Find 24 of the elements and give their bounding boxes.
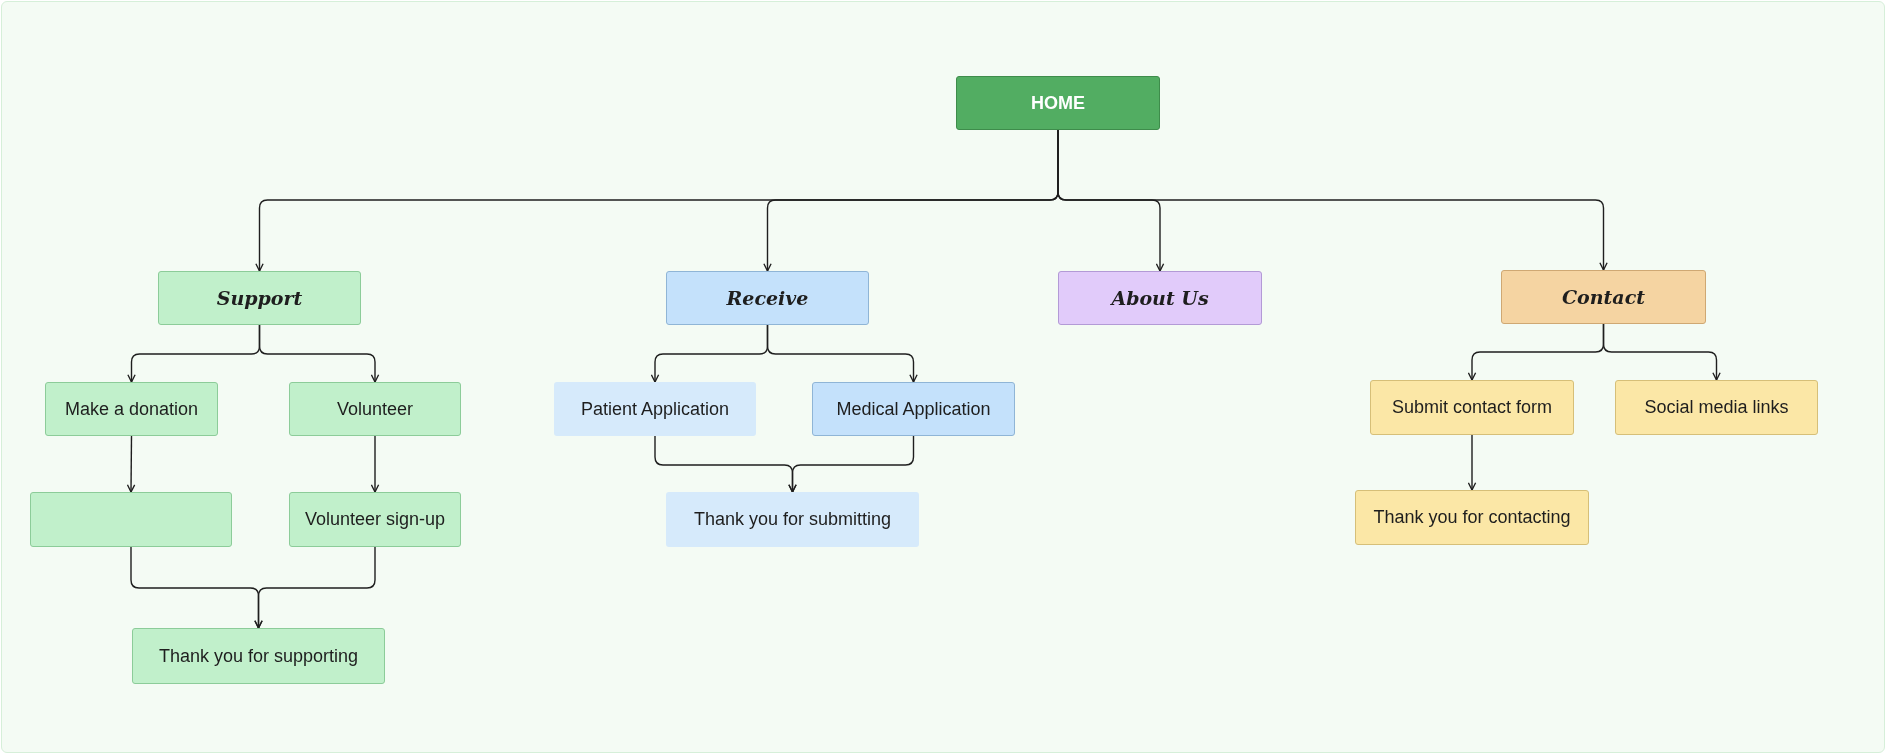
connector-arrow xyxy=(1467,434,1477,491)
page-box xyxy=(30,492,232,547)
page-box: Medical Application xyxy=(812,382,1015,436)
page-box: Thank you for submitting xyxy=(666,492,919,547)
page-box: Volunteer sign-up xyxy=(289,492,461,547)
connector-arrow xyxy=(766,324,918,383)
section-box: About Us xyxy=(1058,271,1262,325)
connector-arrow xyxy=(126,435,136,493)
page-box: Thank you for supporting xyxy=(132,628,385,684)
connector-arrow xyxy=(254,546,376,629)
connector-arrow xyxy=(370,435,380,493)
page-box: Thank you for contacting xyxy=(1355,490,1589,545)
page-box: Social media links xyxy=(1615,380,1818,435)
connector-arrow xyxy=(1602,323,1721,381)
connector-arrow xyxy=(788,435,915,493)
page-box: Submit contact form xyxy=(1370,380,1574,435)
page-box: Volunteer xyxy=(289,382,461,436)
section-box: Contact xyxy=(1501,270,1706,324)
section-box: Support xyxy=(158,271,361,325)
home-box: HOME xyxy=(956,76,1160,130)
connector-arrow xyxy=(258,324,380,383)
page-box: Patient Application xyxy=(554,382,756,436)
page-box: Make a donation xyxy=(45,382,218,436)
section-box: Receive xyxy=(666,271,869,325)
